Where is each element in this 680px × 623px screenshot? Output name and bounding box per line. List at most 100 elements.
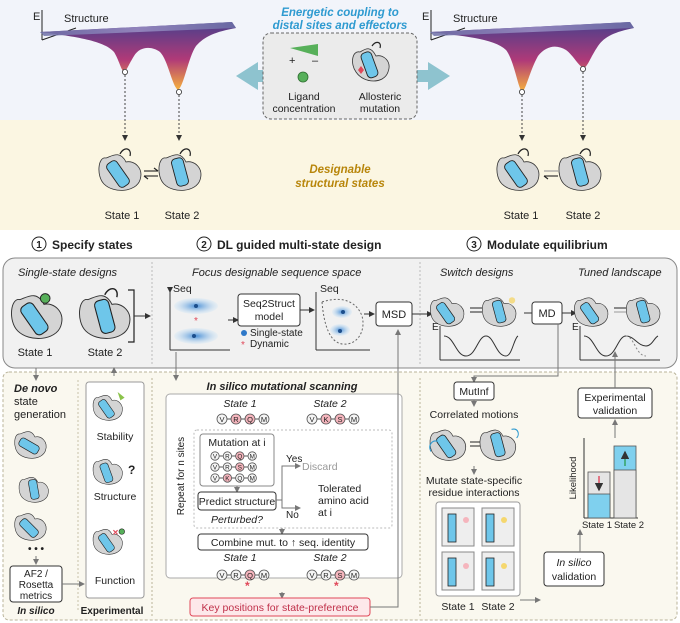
denovo-ellipsis: • • • <box>28 544 45 555</box>
residue-circle <box>222 451 232 461</box>
denovo-protein-2 <box>18 477 49 503</box>
single-state-designs-label: Single-state designs <box>18 267 118 279</box>
top-protein-state1-right <box>496 148 540 191</box>
residue-letter: V <box>219 571 224 580</box>
mutate-tile-3 <box>441 551 475 591</box>
residue-letter: M <box>261 571 267 580</box>
final-asterisk-2: * <box>334 579 339 593</box>
switch-designs-label: Switch designs <box>440 267 514 279</box>
top-protein-state1-left <box>98 148 142 191</box>
residue-letter: V <box>213 464 218 471</box>
tuned-protein-b <box>626 297 661 327</box>
top-protein-state2-right <box>558 148 602 191</box>
residue-letter: R <box>323 571 329 580</box>
key-positions-label: Key positions for state-preference <box>202 602 359 614</box>
section-1-header: 1 Specify states <box>31 236 133 252</box>
bar-state2-label: State 2 <box>614 520 644 531</box>
residue-letter: M <box>250 475 255 482</box>
stability-icon <box>92 392 125 421</box>
section-1-title: Specify states <box>52 238 133 252</box>
denovo-protein-3 <box>14 513 47 541</box>
designable-line2: structural states <box>295 178 384 190</box>
section-1-number: 1 <box>36 240 42 251</box>
likelihood-axis-label: Likelihood <box>568 457 579 500</box>
mutate-tile-2 <box>481 507 515 547</box>
tolerated-line1: Tolerated <box>318 483 361 495</box>
coupling-title-line2: distal sites and effectors <box>273 20 408 32</box>
residue-circle <box>222 473 232 483</box>
insilico-validation-line2: validation <box>552 571 597 583</box>
residue-letter: S <box>337 571 342 580</box>
top-state1-right-label: State 1 <box>504 210 539 222</box>
seq-plot-left: Seq * <box>167 283 230 351</box>
insilico-validation-line1: In silico <box>556 557 591 569</box>
ligand-label-line1: Ligand <box>288 91 320 103</box>
residue-letter: V <box>309 571 314 580</box>
denovo-line3: generation <box>14 409 66 421</box>
residue-letter: S <box>337 415 342 424</box>
minus-sign: – <box>312 55 319 67</box>
panel-state2-label: State 2 <box>88 347 123 359</box>
residue-letter: K <box>323 415 328 424</box>
scanning-title: In silico mutational scanning <box>207 381 358 393</box>
residue-letter: M <box>250 464 255 471</box>
legend-dynamic-label: Dynamic <box>250 339 289 350</box>
panel-protein-state2 <box>79 288 131 339</box>
experimental-label: Experimental <box>81 606 144 617</box>
structure-label: Structure <box>94 491 137 503</box>
tuned-energy-plot: E <box>572 322 660 361</box>
equilibrium-icon-right <box>543 170 558 180</box>
stability-label: Stability <box>97 431 135 443</box>
seq2struct-line2: model <box>255 311 284 323</box>
yes-label: Yes <box>286 454 302 465</box>
tuned-equilibrium-icon <box>614 307 626 313</box>
mutate-tile-4 <box>481 551 515 591</box>
insilico-validation-box <box>543 551 605 587</box>
function-icon <box>92 528 125 555</box>
scan-state1-label: State 1 <box>223 398 256 410</box>
mutation-loop-box <box>193 429 393 529</box>
focus-space-label: Focus designable sequence space <box>192 267 361 279</box>
residue-letter: V <box>219 415 224 424</box>
residue-letter: M <box>351 415 357 424</box>
residue-letter: V <box>213 453 218 460</box>
top-state1-left-label: State 1 <box>105 210 140 222</box>
final-state1-label: State 1 <box>223 552 256 564</box>
switch-equilibrium-icon <box>470 307 482 313</box>
energy-landscape-right: E Structure <box>422 10 634 141</box>
ligand-icon <box>297 71 309 83</box>
discard-label: Discard <box>302 461 338 473</box>
final-asterisk-1: * <box>245 579 250 593</box>
allosteric-protein-icon <box>352 41 390 82</box>
correlated-label: Correlated motions <box>430 409 519 421</box>
msd-label: MSD <box>382 309 407 321</box>
residue-circle <box>258 413 270 425</box>
ligand-label-line2: concentration <box>272 103 335 115</box>
residue-letter: S <box>238 464 242 471</box>
residue-letter: M <box>351 571 357 580</box>
scan-state2-label: State 2 <box>313 398 346 410</box>
panel-protein-state1 <box>11 293 63 339</box>
af2-line3: metrics <box>20 591 52 602</box>
mutation-label-line2: mutation <box>360 103 400 115</box>
seq-plot-right: Seq <box>315 283 370 351</box>
md-label: MD <box>538 308 555 320</box>
energy-landscape-left: E Structure <box>33 10 236 141</box>
seq-label-right: Seq <box>320 283 339 295</box>
denovo-protein-1 <box>14 431 47 459</box>
section-2-header: 2 DL guided multi-state design <box>196 236 381 252</box>
residue-circle <box>348 413 360 425</box>
designable-line1: Designable <box>309 164 371 176</box>
residue-letter: M <box>250 453 255 460</box>
residue-letter: R <box>233 571 239 580</box>
panel-state1-label: State 1 <box>18 347 53 359</box>
plus-sign: + <box>289 55 295 67</box>
experimental-validation-line1: Experimental <box>584 392 645 404</box>
residue-letter: R <box>225 453 230 460</box>
section-3-title: Modulate equilibrium <box>487 238 608 252</box>
